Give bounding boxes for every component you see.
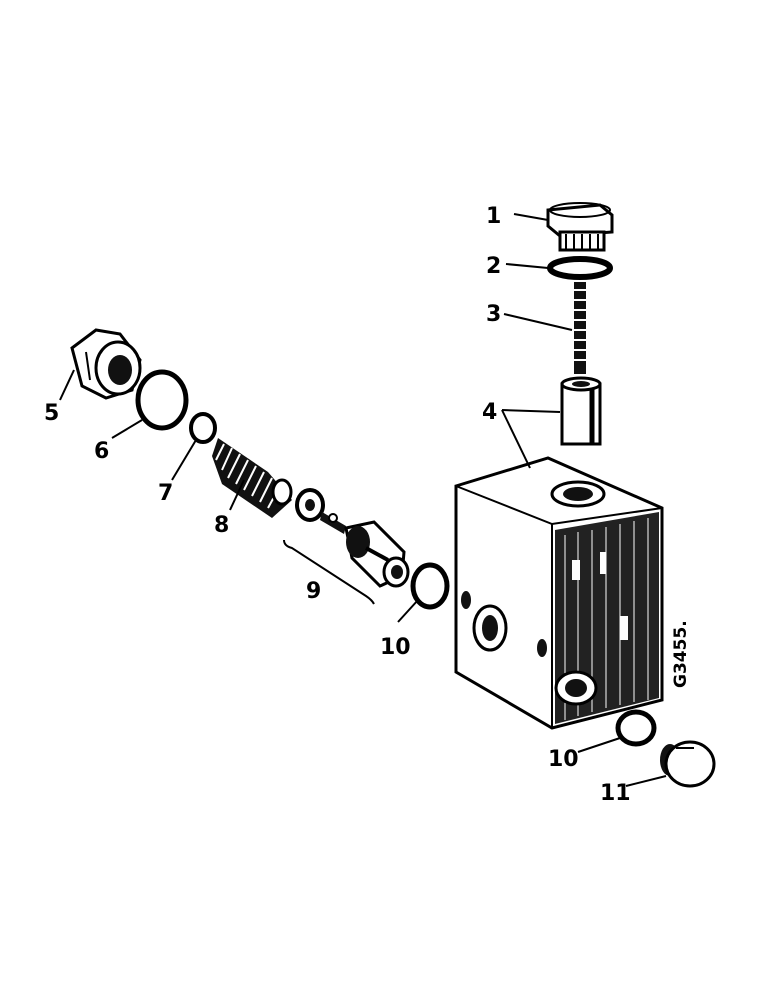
leader-line-5: [59, 369, 75, 401]
part-9-valve-assembly: [295, 488, 410, 588]
callout-2: 2: [486, 254, 501, 279]
leader-line-7: [171, 439, 197, 481]
part-5-nut: [70, 328, 142, 400]
leader-line-10a: [397, 599, 419, 623]
leader-line-3: [503, 313, 573, 331]
callout-6: 6: [94, 439, 109, 464]
callout-10b: 10: [548, 747, 579, 772]
part-1-cap-screw: [546, 202, 614, 252]
part-10-o-ring-b: [615, 709, 657, 747]
callout-10a: 10: [380, 635, 411, 660]
callout-9: 9: [306, 579, 321, 604]
leader-line-8: [229, 479, 245, 511]
bracket-9: [283, 539, 375, 605]
leader-line-2: [505, 263, 549, 269]
part-6-o-ring: [135, 369, 189, 431]
leader-lines: [59, 213, 667, 787]
callout-7: 7: [158, 481, 173, 506]
leader-line-11: [625, 775, 667, 787]
callout-1: 1: [486, 204, 501, 229]
part-8-spring: [212, 438, 293, 518]
callout-11: 11: [600, 781, 631, 806]
callout-8: 8: [214, 513, 229, 538]
part-3-threaded-rod: [572, 282, 588, 374]
leader-line-6: [111, 419, 143, 439]
part-11-plug: [660, 740, 716, 788]
valve-body: [454, 456, 664, 730]
part-4-sleeve: [560, 376, 602, 446]
callout-4: 4: [482, 400, 497, 425]
figure-number: G3455.: [671, 620, 691, 688]
leader-line-4b: [501, 409, 531, 469]
callout-5: 5: [44, 401, 59, 426]
callout-3: 3: [486, 302, 501, 327]
leader-line-10b: [577, 737, 621, 753]
part-7-ring: [189, 412, 217, 444]
part-10-o-ring-a: [410, 562, 450, 610]
part-2-washer: [547, 256, 613, 280]
leader-line-4a: [501, 409, 561, 413]
leader-line-1: [513, 213, 549, 221]
